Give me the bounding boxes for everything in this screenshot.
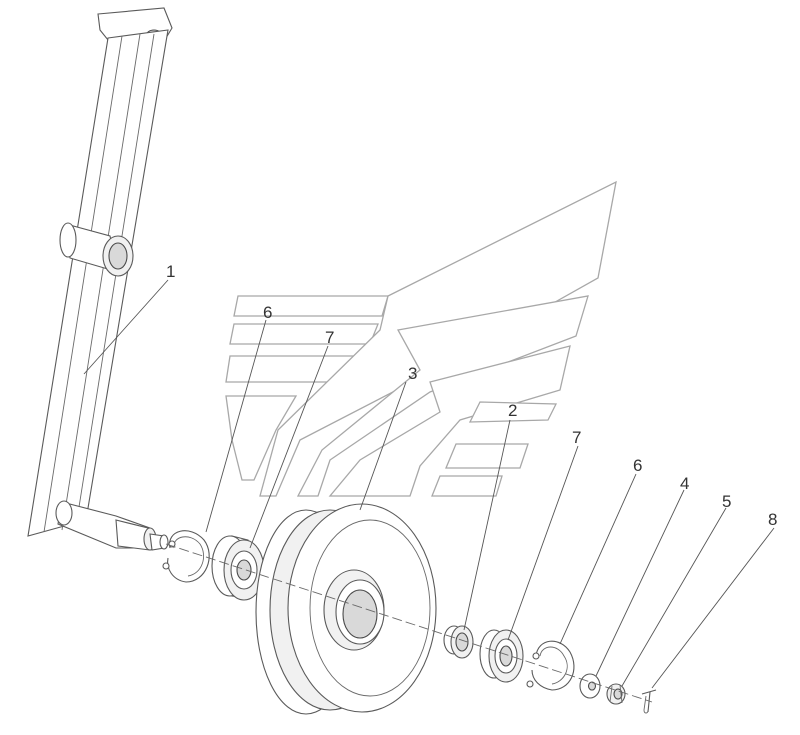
callout-7a: 7 [325,328,334,347]
spacer-sleeve [443,625,474,659]
retaining-ring-right [526,640,575,691]
assembly-axis-line [165,543,653,703]
callout-6b: 6 [633,456,642,475]
watermark-logo [225,180,617,497]
retaining-ring-left [162,530,210,583]
arm-shaft-part [27,7,173,551]
callout-3: 3 [408,364,417,383]
callout-1: 1 [166,262,175,281]
callout-8: 8 [768,510,777,529]
callout-6a: 6 [263,303,272,322]
castle-nut [606,683,626,705]
callout-7b: 7 [572,428,581,447]
callout-2: 2 [508,401,517,420]
callout-4: 4 [680,474,689,493]
callout-5: 5 [722,492,731,511]
pulley-wheel [255,503,437,715]
cotter-pin [641,689,657,714]
washer [579,673,601,699]
bearing-right [479,629,524,683]
leader-lines [83,279,775,689]
callout-labels: 1 6 7 3 2 7 6 4 5 8 [166,262,777,529]
bearing-left [211,535,265,601]
